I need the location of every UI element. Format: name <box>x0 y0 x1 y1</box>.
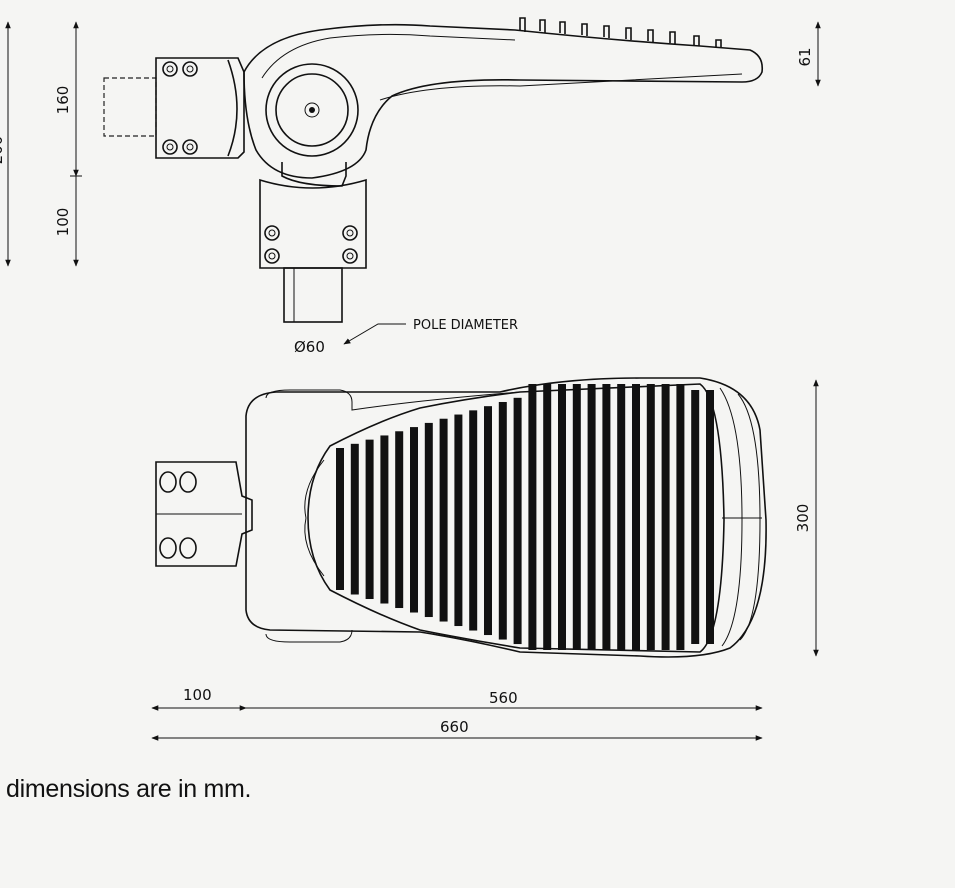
heat-fin <box>498 401 507 640</box>
pole-stub <box>283 267 343 323</box>
heat-fin <box>572 384 581 650</box>
heat-fin <box>484 406 492 636</box>
heat-fin <box>439 418 448 622</box>
side-view: 200 160 100 61 <box>0 17 821 356</box>
units-note: dimensions are in mm. <box>6 775 252 803</box>
heat-fins-side <box>519 17 722 48</box>
heat-fin <box>691 390 700 644</box>
heat-fin <box>395 431 404 609</box>
heat-fin <box>543 384 552 650</box>
dim-pole-diameter: Ø60 <box>294 338 325 356</box>
dim-len-bracket: 100 <box>183 686 212 704</box>
dim-len-body: 560 <box>489 689 518 707</box>
bolt-group-bottom <box>264 225 358 264</box>
heat-fin <box>632 384 640 650</box>
heat-fin <box>676 384 685 650</box>
heat-fin <box>528 384 537 650</box>
heat-fin <box>365 439 374 600</box>
heat-fin <box>587 384 596 650</box>
heat-fin <box>454 414 463 627</box>
heat-fin <box>424 422 433 618</box>
heat-fin <box>469 410 478 631</box>
heat-fin <box>602 384 611 650</box>
heat-fin <box>513 397 522 645</box>
bolt-group-plan <box>159 471 197 559</box>
heat-fin <box>380 435 389 604</box>
heat-fin <box>706 390 714 644</box>
dim-width-body: 300 <box>794 504 812 533</box>
dim-height-arm: 160 <box>54 86 72 115</box>
dim-fin-height: 61 <box>796 47 814 66</box>
bolt-group-side <box>162 61 198 155</box>
pole-diameter-label: POLE DIAMETER <box>413 318 518 333</box>
heat-fin <box>336 448 344 590</box>
dim-height-bracket: 100 <box>54 208 72 237</box>
dim-height-total: 200 <box>0 136 6 165</box>
heat-fin <box>350 443 359 595</box>
plan-view: 300 <box>155 377 819 658</box>
heat-fin <box>558 384 566 650</box>
heat-fin <box>661 384 670 650</box>
heat-fin <box>410 427 418 613</box>
heat-fin <box>617 384 626 650</box>
heat-fins-plan <box>336 384 714 650</box>
heat-fin <box>646 384 655 650</box>
dim-len-total: 660 <box>440 718 469 736</box>
pivot-hub <box>265 63 359 157</box>
length-dimensions: 100 560 660 <box>151 686 763 741</box>
